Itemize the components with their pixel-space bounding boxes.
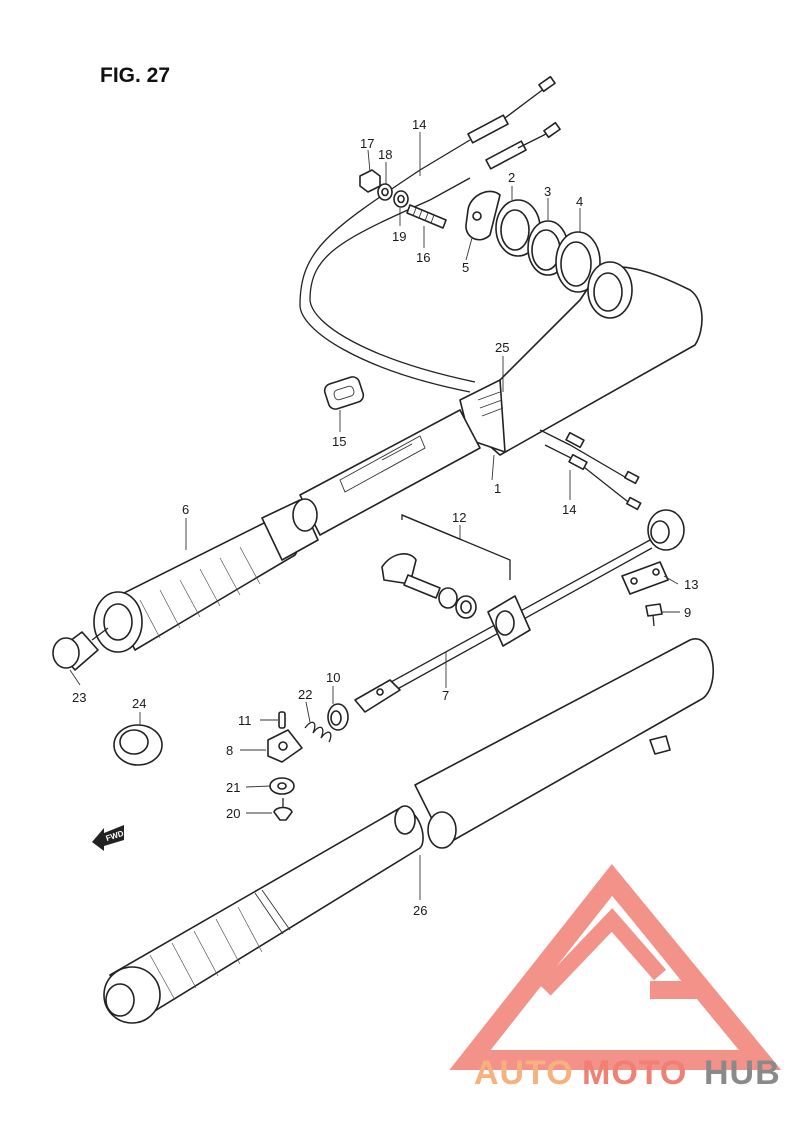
cap-24 [113,724,163,766]
callout-5: 5 [462,260,469,275]
throttle-rod-7 [354,509,685,713]
throttle-cable-upper [299,75,561,393]
callout-25: 25 [495,340,509,355]
plate-13 [621,561,669,595]
callout-12: 12 [452,510,466,525]
washer-21 [269,777,295,795]
grommet-15 [323,376,365,410]
callout-14-lower: 14 [562,502,576,517]
piece-10 [327,703,349,731]
plate-5 [465,190,501,241]
washer-19 [393,190,409,208]
spring-22 [304,721,332,743]
callout-26: 26 [413,903,427,918]
watermark-text: AUTO MOTO HUB [474,1054,781,1092]
stud-16 [406,204,447,229]
callout-17: 17 [360,136,374,151]
ring-4 [555,231,601,293]
figure-title: FIG. 27 [100,64,170,87]
callout-13: 13 [684,577,698,592]
tiller-handle-1 [299,261,703,536]
callout-20: 20 [226,806,240,821]
watermark-auto: AUTO [474,1054,574,1092]
pin-11 [278,711,286,729]
nut-17 [359,169,381,193]
callout-22: 22 [298,687,312,702]
throttle-cable-lower [539,429,642,511]
callout-labels: 1 2 3 4 5 6 7 8 9 10 11 12 13 14 14 15 1… [72,117,698,918]
screw-20 [273,798,293,821]
callout-9: 9 [684,605,691,620]
watermark-logo [449,864,782,1070]
fwd-arrow-icon: FWD [92,825,125,851]
callout-19: 19 [392,229,406,244]
callout-3: 3 [544,184,551,199]
callout-2: 2 [508,170,515,185]
callout-8: 8 [226,743,233,758]
washer-18 [377,183,393,201]
callout-1: 1 [494,481,501,496]
callout-21: 21 [226,780,240,795]
callout-18: 18 [378,147,392,162]
callout-15: 15 [332,434,346,449]
callout-16: 16 [416,250,430,265]
screw-9 [645,603,663,627]
watermark-moto: MOTO [582,1054,687,1092]
watermark-hub: HUB [704,1054,781,1092]
callout-11: 11 [238,713,252,728]
callout-6: 6 [182,502,189,517]
callout-24: 24 [132,696,146,711]
callout-10: 10 [326,670,340,685]
friction-assembly-12 [381,514,511,619]
screw-block-8 [267,729,303,763]
throttle-grip-6 [93,498,319,653]
tiller-extension-26 [103,638,714,1024]
leader-lines [69,132,680,900]
end-cap-23 [52,627,109,671]
callout-4: 4 [576,194,583,209]
callout-14-upper: 14 [412,117,426,132]
callout-23: 23 [72,690,86,705]
callout-7: 7 [442,688,449,703]
